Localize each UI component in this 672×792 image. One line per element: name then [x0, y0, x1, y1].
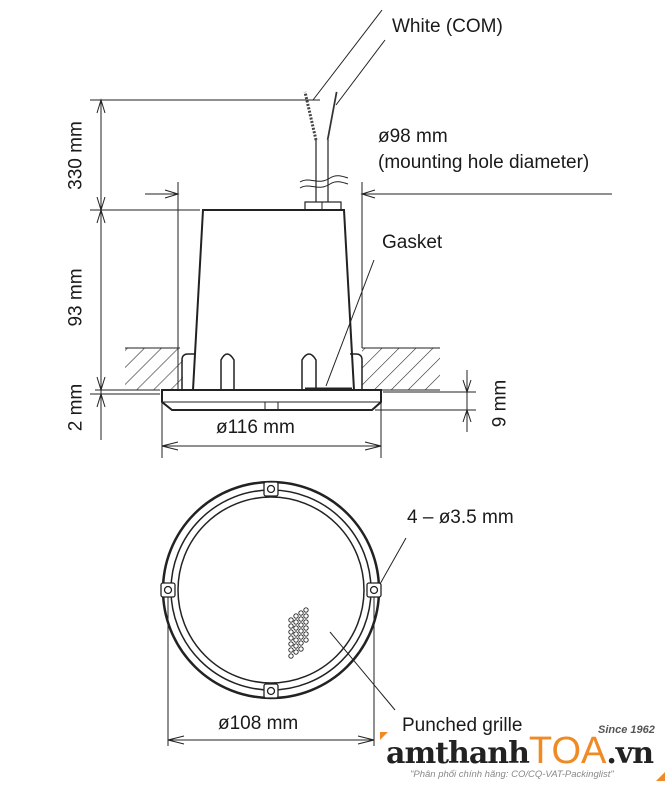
flange-diameter-label: ø116 mm	[216, 417, 295, 438]
body-height-label: 93 mm	[65, 268, 87, 327]
brand-tagline: "Phân phối chính hãng: CO/CQ-VAT-Packing…	[410, 769, 614, 780]
gap-label: 2 mm	[65, 383, 87, 432]
punched-grille-dots	[288, 607, 309, 659]
brand-since: Since 1962	[598, 724, 655, 736]
gasket-label: Gasket	[382, 232, 443, 253]
flange-height-label: 9 mm	[489, 379, 511, 428]
hole-diameter-label: ø98 mm	[378, 126, 448, 147]
outer-ring	[161, 480, 381, 700]
brand-suffix: .vn	[606, 736, 654, 771]
bottom-view	[160, 480, 407, 746]
accent-triangle-bottom-icon	[656, 772, 665, 781]
ceiling-right-hatch	[362, 348, 440, 390]
speaker-body	[191, 209, 356, 391]
grille-circle	[177, 496, 365, 684]
brand-highlight: TOA	[528, 730, 607, 772]
brand-name: amthanhTOA.vn	[386, 730, 654, 772]
watermark-logo: amthanhTOA.vn Since 1962 "Phân phối chín…	[380, 722, 672, 792]
wire-label: White (COM)	[392, 16, 503, 37]
screw-holes	[160, 481, 382, 699]
accent-triangle-top-icon	[380, 732, 388, 740]
ceiling-left-hatch	[125, 348, 183, 390]
flange	[161, 389, 382, 411]
brand-prefix: amthanh	[386, 736, 530, 771]
hole-diameter-note: (mounting hole diameter)	[378, 152, 590, 173]
cable-length-label: 330 mm	[65, 121, 87, 190]
side-view	[90, 9, 612, 458]
screw-holes-label: 4 – ø3.5 mm	[407, 507, 514, 528]
grille-label: Punched grille	[402, 715, 523, 736]
grille-diameter-label: ø108 mm	[218, 713, 299, 734]
